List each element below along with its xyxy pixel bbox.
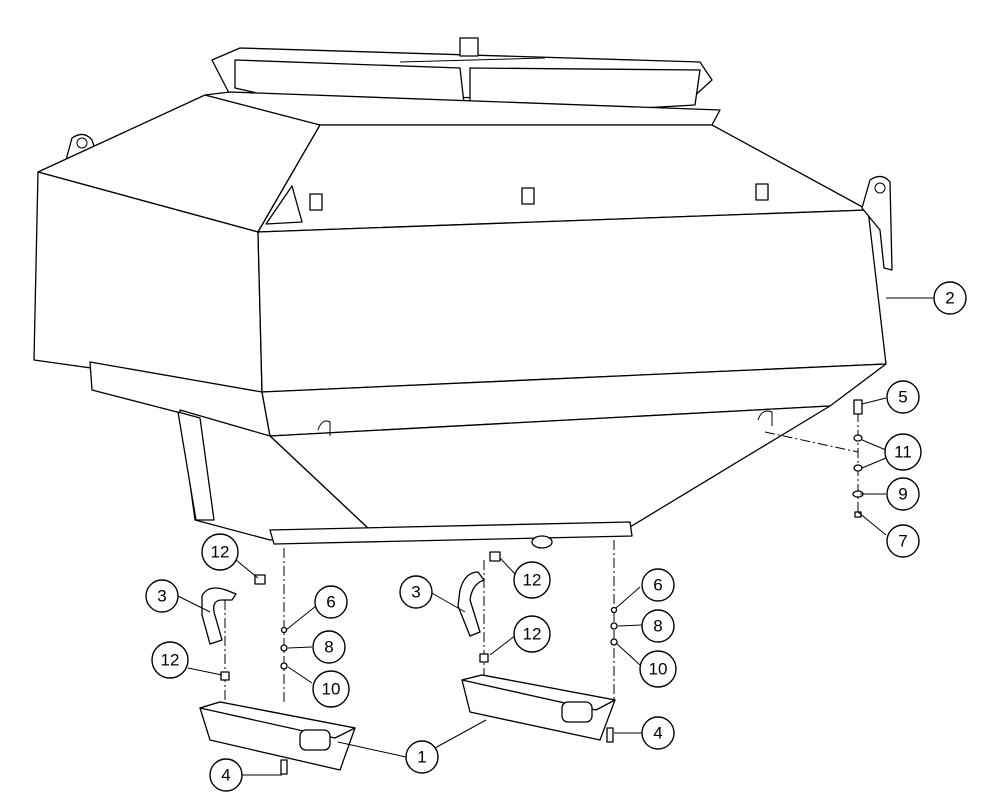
callout-2: 2 [933,281,967,315]
svg-text:12: 12 [161,651,180,670]
hopper-assembly [33,37,893,549]
callout-6b: 6 [641,568,675,602]
gate-top-left [199,701,356,739]
hopper-clip [521,187,535,205]
svg-text:12: 12 [523,571,542,590]
washer [280,662,288,670]
grommet-right-upper [489,551,501,562]
gate-knob-left [299,729,331,751]
callout-10a: 10 [312,670,350,708]
callout-12d: 12 [151,641,189,679]
svg-text:4: 4 [653,724,662,743]
svg-text:10: 10 [649,660,668,679]
gate-top-right [461,674,616,711]
hopper-clip [309,193,323,211]
callout-5: 5 [886,380,920,414]
callout-8a: 8 [312,630,346,664]
svg-text:12: 12 [211,543,230,562]
callout-12a: 12 [201,533,239,571]
svg-text:6: 6 [653,576,662,595]
leader-lines [177,297,934,776]
svg-text:5: 5 [898,388,907,407]
lid-handle [459,37,479,57]
svg-text:3: 3 [157,587,166,606]
hopper-front-side [257,209,887,393]
svg-text:12: 12 [523,625,542,644]
gate-assembly-left [199,548,356,775]
lock-washer [853,434,863,442]
callout-4b: 4 [641,716,675,750]
callout-12c: 12 [513,615,551,653]
callout-1a: 1 [405,740,439,774]
drop-tube-left [201,587,237,645]
fastener [280,759,288,775]
nut [854,511,862,518]
callout-11: 11 [884,433,922,471]
callout-10b: 10 [639,650,677,688]
grommet-left-lower [220,671,230,681]
svg-text:8: 8 [653,617,662,636]
svg-text:9: 9 [898,485,907,504]
washer [610,606,618,614]
callout-12b: 12 [513,561,551,599]
callout-8b: 8 [641,609,675,643]
washer [610,622,618,630]
svg-text:6: 6 [326,593,335,612]
drop-tube-right [457,571,485,637]
lock-washer [853,464,863,472]
right-lifting-lug [861,175,893,271]
hopper-bottom-rail [269,521,633,545]
svg-text:2: 2 [945,289,954,308]
washer [610,638,618,646]
callout-3a: 3 [145,579,179,613]
callout-4a: 4 [209,758,243,792]
fastener [606,727,614,743]
washer [280,626,288,634]
callout-9: 9 [886,477,920,511]
hopper-frame-leg [177,411,215,521]
washer [280,644,288,652]
funnel-port [531,535,553,549]
bolt [853,399,863,415]
gate-assembly-right [457,540,618,743]
callout-7: 7 [886,524,920,558]
svg-text:7: 7 [898,532,907,551]
svg-text:1: 1 [417,748,426,767]
callout-3b: 3 [399,575,433,609]
grommet-left-upper [254,574,266,585]
svg-text:10: 10 [322,680,341,699]
svg-text:3: 3 [411,583,420,602]
grommet-right-lower [479,653,489,663]
warning-decal [265,185,303,225]
gate-knob-right [561,701,593,723]
svg-text:8: 8 [324,638,333,657]
callout-6a: 6 [314,585,348,619]
hopper-clip [755,183,769,201]
svg-text:4: 4 [221,766,230,785]
right-hardware-stack [764,399,864,520]
svg-text:11: 11 [894,443,912,462]
